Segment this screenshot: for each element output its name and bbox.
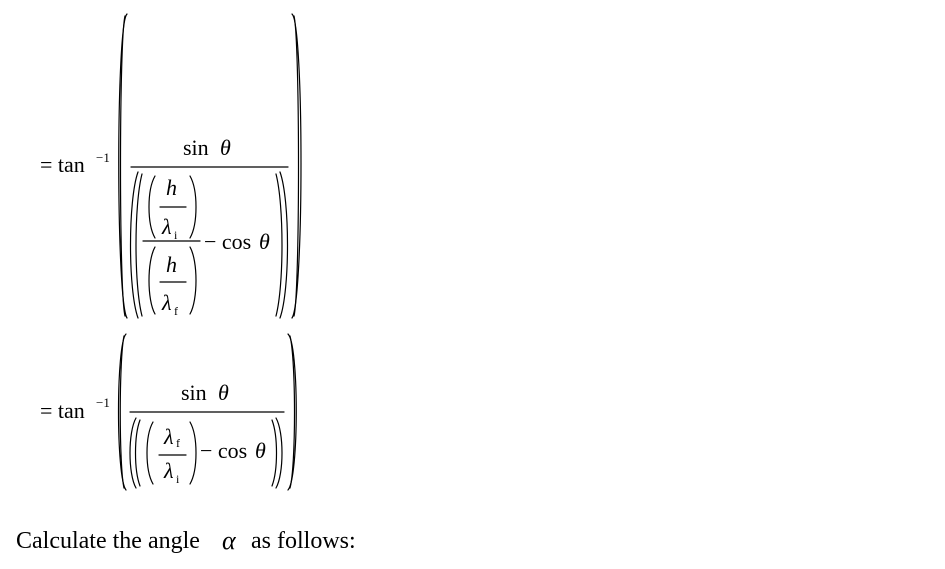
eq2-equals-tan: = tan <box>40 398 85 423</box>
eq2-denominator-right-paren-inner <box>271 419 278 487</box>
eq2-lambda-f-subscript: f <box>176 436 180 450</box>
eq1-lambda-i-subscript: i <box>174 228 178 242</box>
eq1-bottom-right-paren <box>189 246 197 315</box>
eq2-outer-right-paren-inner <box>289 335 296 489</box>
eq2-outer-left-paren-inner <box>119 335 125 489</box>
eq1-theta: θ <box>220 135 231 160</box>
eq2-minus-cos: − cos <box>200 438 248 463</box>
eq1-top-right-paren <box>189 175 197 239</box>
prose-after: as follows: <box>251 528 356 554</box>
prose-before: Calculate the angle <box>16 528 200 554</box>
eq2-ratio-right-paren <box>189 421 197 485</box>
eq1-outer-right-paren-inner <box>293 15 300 317</box>
alpha-symbol: α <box>222 526 236 555</box>
eq1-top-left-paren <box>148 175 156 239</box>
eq2-ratio-left-paren <box>146 421 154 485</box>
eq1-inverse-superscript: −1 <box>96 150 110 165</box>
eq1-h-top: h <box>166 175 177 200</box>
eq1-minus-cos: − cos <box>204 229 252 254</box>
eq2-inverse-superscript: −1 <box>96 395 110 410</box>
eq1-lambda-f-subscript: f <box>174 304 178 318</box>
eq1-bottom-left-paren <box>148 246 156 315</box>
eq1-outer-right-paren <box>291 13 302 319</box>
eq1-lambda-f: λ <box>162 290 172 315</box>
eq1-sin: sin <box>183 135 209 160</box>
eq2-sin: sin <box>181 380 207 405</box>
eq1-equals-tan: = tan <box>40 152 85 177</box>
eq2-lambda-f: λ <box>164 424 174 449</box>
eq1-denominator-left-paren <box>129 171 139 319</box>
eq2-outer-left-paren <box>117 333 127 491</box>
eq1-denominator-right-paren <box>279 171 289 319</box>
eq1-denominator-right-paren-inner <box>275 173 283 317</box>
eq1-lambda-i: λ <box>162 214 172 239</box>
eq2-denominator-right-paren <box>275 417 283 489</box>
eq1-denominator-left-paren-inner <box>135 173 143 317</box>
eq2-theta: θ <box>218 380 229 405</box>
eq1-outer-left-paren-inner <box>119 15 126 317</box>
eq1-h-bottom: h <box>166 252 177 277</box>
eq2-lambda-i-subscript: i <box>176 472 180 486</box>
eq2-theta-2: θ <box>255 438 266 463</box>
eq1-theta-2: θ <box>259 229 270 254</box>
eq2-denominator-left-paren <box>129 417 137 489</box>
eq2-lambda-i: λ <box>164 458 174 483</box>
eq2-denominator-left-paren-inner <box>134 419 141 487</box>
